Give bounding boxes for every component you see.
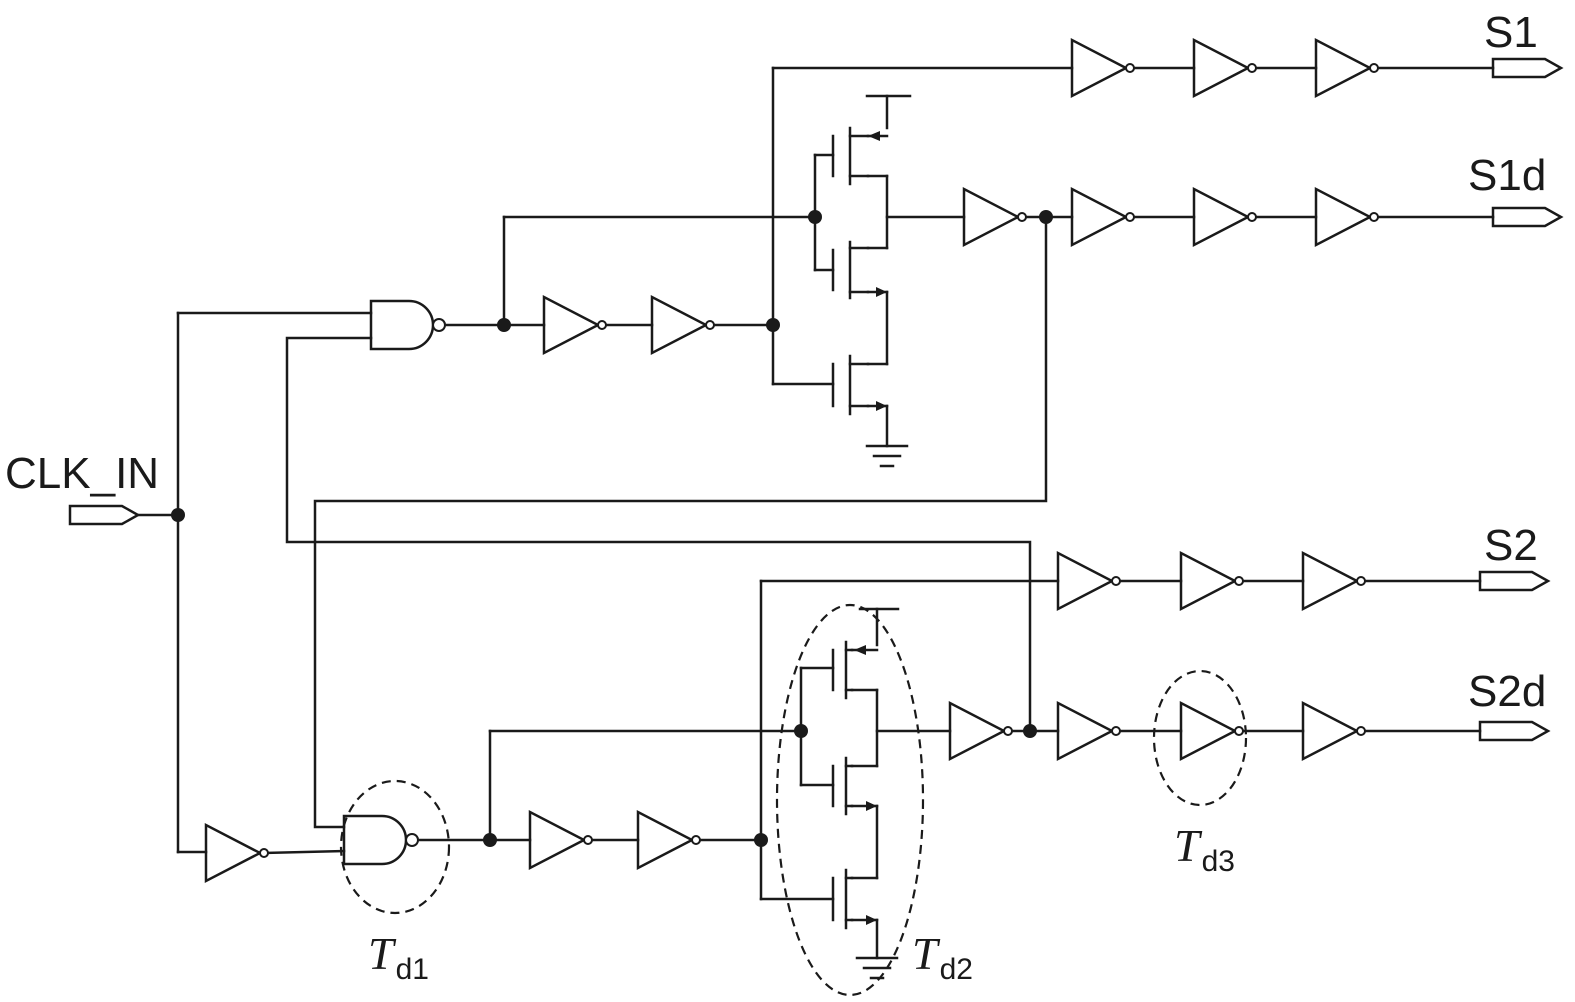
inverter: [1070, 38, 1136, 98]
pmos-transistor: [831, 640, 866, 700]
inverter: [1179, 701, 1245, 761]
junction-dot: [171, 508, 185, 522]
gates: [204, 38, 1380, 883]
s2-port: [1478, 570, 1550, 592]
ground-symbol: [865, 444, 909, 468]
inverter: [528, 810, 594, 870]
junction-dot: [766, 318, 780, 332]
td3-label: Td3: [1174, 820, 1235, 878]
inverter: [1192, 38, 1258, 98]
td1-highlight: [339, 779, 451, 915]
wires: [136, 66, 1495, 960]
inverter: [1314, 187, 1380, 247]
s1-label: S1: [1484, 8, 1538, 57]
transistor-stack-upper: [831, 126, 909, 468]
inverter: [1056, 701, 1122, 761]
nand-gate-top: [369, 299, 447, 351]
td1-label: Td1: [368, 928, 429, 986]
s2d-port: [1478, 720, 1550, 742]
delay-highlights: [339, 603, 1248, 997]
td2-label: Td2: [912, 928, 973, 986]
s2d-label: S2d: [1468, 667, 1546, 716]
junction-dot: [1039, 210, 1053, 224]
inverter: [1070, 187, 1136, 247]
s1-port: [1491, 57, 1563, 79]
nmos-transistor: [831, 354, 887, 416]
inverter: [1179, 551, 1245, 611]
junction-dot: [754, 833, 768, 847]
s1d-label: S1d: [1468, 151, 1546, 200]
junctions: [171, 210, 1053, 847]
junction-dot: [1023, 724, 1037, 738]
td2-highlight: [775, 603, 925, 997]
inverter: [962, 187, 1028, 247]
transistor-stack-lower: [831, 640, 899, 980]
inverter: [636, 810, 702, 870]
nmos-transistor: [831, 868, 877, 930]
junction-dot: [808, 210, 822, 224]
inverter: [1192, 187, 1258, 247]
pmos-transistor: [831, 126, 880, 186]
nmos-transistor: [831, 240, 887, 300]
inverter: [650, 295, 716, 355]
junction-dot: [497, 318, 511, 332]
junction-dot: [794, 724, 808, 738]
junction-dot: [483, 833, 497, 847]
labels: CLK_IN S1 S1d S2 S2d Td1 Td2 Td3: [5, 8, 1546, 986]
inverter: [1301, 701, 1367, 761]
s1d-port: [1491, 206, 1563, 228]
td3-highlight: [1152, 669, 1248, 807]
inverter: [948, 701, 1014, 761]
inverter: [1314, 38, 1380, 98]
inverter: [1056, 551, 1122, 611]
s2-label: S2: [1484, 521, 1538, 570]
inverter: [542, 295, 608, 355]
clk-in-port: [68, 504, 140, 526]
inverter: [1301, 551, 1367, 611]
nand-gate-bottom: [342, 814, 420, 866]
nmos-transistor: [831, 756, 877, 816]
clk-in-label: CLK_IN: [5, 449, 159, 498]
inverter: [204, 823, 270, 883]
